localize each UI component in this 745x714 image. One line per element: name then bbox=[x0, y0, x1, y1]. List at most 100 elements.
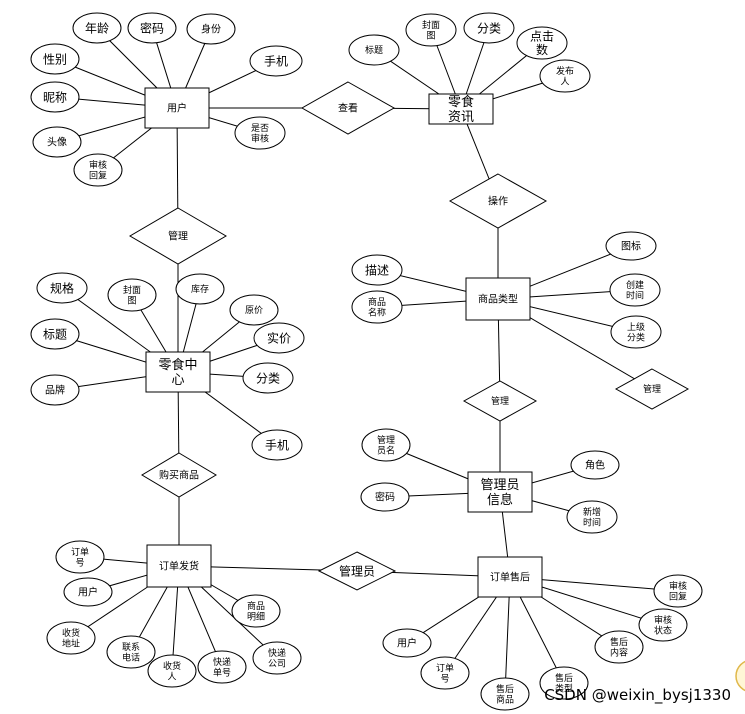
attribute-ellipse bbox=[653, 574, 703, 608]
attribute-label: 快递公司 bbox=[268, 647, 286, 669]
attribute-o-tel: 联系电话 bbox=[106, 635, 156, 669]
attribute-i-pub: 发布人 bbox=[539, 59, 591, 93]
attribute-ellipse bbox=[127, 12, 177, 44]
relationship-diamond bbox=[614, 368, 690, 410]
attribute-u-pwd: 密码 bbox=[127, 12, 177, 44]
attribute-ellipse bbox=[382, 628, 432, 658]
attribute-ellipse bbox=[605, 231, 657, 261]
relationship-diamond bbox=[129, 207, 227, 265]
attribute-a-role: 角色 bbox=[570, 450, 620, 480]
attribute-label: 库存 bbox=[191, 283, 209, 295]
attribute-a-pwd: 密码 bbox=[360, 482, 410, 512]
attribute-r-user: 用户 bbox=[382, 628, 432, 658]
attribute-label: 用户 bbox=[78, 586, 98, 599]
relationship-buy: 购买商品 bbox=[141, 452, 217, 498]
relationship-diamond bbox=[448, 173, 548, 229]
relationship-label: 管理 bbox=[168, 230, 188, 243]
attribute-ellipse bbox=[405, 13, 457, 47]
attribute-ellipse bbox=[249, 45, 303, 77]
attribute-label: 商品名称 bbox=[368, 296, 386, 318]
attribute-ellipse bbox=[107, 278, 157, 312]
attribute-u-age: 年龄 bbox=[72, 12, 122, 44]
entity-snack-center: 零食中心 bbox=[145, 351, 211, 393]
attribute-label: 原价 bbox=[245, 305, 263, 316]
attribute-ellipse bbox=[229, 294, 279, 326]
entity-category: 商品类型 bbox=[465, 277, 531, 321]
attribute-label: 封面图 bbox=[123, 284, 141, 306]
attribute-label: 实价 bbox=[267, 330, 291, 345]
attribute-ellipse bbox=[175, 273, 225, 305]
attribute-label: 昵称 bbox=[43, 90, 67, 104]
entity-label: 商品类型 bbox=[478, 293, 518, 306]
watermark-text: CSDN @weixin_bysj1330 bbox=[544, 686, 731, 705]
attribute-label: 身份 bbox=[201, 23, 221, 36]
attribute-ellipse bbox=[253, 322, 305, 354]
attribute-u-gender: 性别 bbox=[30, 43, 80, 75]
attribute-u-phone: 手机 bbox=[249, 45, 303, 77]
entity-admin: 管理员信息 bbox=[467, 471, 533, 513]
attribute-ellipse bbox=[30, 374, 80, 406]
attribute-label: 审核状态 bbox=[654, 614, 672, 636]
attribute-a-added: 新增时间 bbox=[566, 500, 618, 534]
entity-box bbox=[428, 93, 494, 125]
attribute-o-recv: 收货人 bbox=[147, 654, 197, 688]
attribute-r-content: 售后内容 bbox=[594, 630, 644, 664]
entity-box bbox=[477, 556, 543, 598]
entity-box bbox=[467, 471, 533, 513]
entity-box bbox=[465, 277, 531, 321]
attribute-s-phone: 手机 bbox=[251, 429, 303, 461]
relationship-label: 管理 bbox=[643, 383, 661, 395]
attribute-ellipse bbox=[348, 34, 400, 66]
attribute-label: 管理员名 bbox=[377, 434, 395, 456]
attribute-ellipse bbox=[46, 621, 96, 655]
attribute-label: 手机 bbox=[264, 54, 288, 68]
entity-label: 管理员信息 bbox=[480, 478, 519, 508]
attribute-u-id: 身份 bbox=[186, 13, 236, 45]
attribute-label: 年龄 bbox=[85, 21, 109, 35]
attribute-label: 分类 bbox=[256, 371, 280, 385]
attribute-ellipse bbox=[610, 315, 662, 349]
attribute-label: 性别 bbox=[43, 52, 67, 66]
attribute-ellipse bbox=[566, 500, 618, 534]
entity-user: 用户 bbox=[144, 87, 210, 129]
attribute-u-reviewed: 是否审核 bbox=[234, 116, 286, 150]
attribute-u-reply: 审核回复 bbox=[73, 153, 123, 187]
attribute-label: 发布人 bbox=[556, 65, 574, 87]
attribute-c-desc: 描述 bbox=[351, 254, 403, 286]
attribute-label: 售后类型 bbox=[555, 672, 573, 694]
attribute-c-icon: 图标 bbox=[605, 231, 657, 261]
attribute-label: 快递单号 bbox=[213, 656, 231, 678]
entity-label: 零食资讯 bbox=[448, 94, 474, 125]
attribute-ellipse bbox=[539, 59, 591, 93]
relationship-diamond bbox=[317, 551, 397, 591]
entity-label: 用户 bbox=[167, 102, 187, 115]
attribute-i-clicks: 点击数 bbox=[516, 26, 568, 60]
entity-snack-info: 零食资讯 bbox=[428, 93, 494, 125]
attribute-label: 品牌 bbox=[45, 384, 65, 397]
attribute-c-created: 创建时间 bbox=[609, 273, 661, 307]
attribute-s-cover: 封面图 bbox=[107, 278, 157, 312]
attribute-ellipse bbox=[30, 318, 80, 350]
attribute-ellipse bbox=[234, 116, 286, 150]
attribute-ellipse bbox=[30, 81, 80, 113]
attribute-s-stock: 库存 bbox=[175, 273, 225, 305]
attribute-label: 点击数 bbox=[530, 29, 554, 57]
attribute-label: 新增时间 bbox=[583, 506, 601, 528]
attribute-ellipse bbox=[72, 12, 122, 44]
attribute-a-name: 管理员名 bbox=[361, 428, 411, 462]
attribute-label: 商品明细 bbox=[247, 600, 265, 622]
attribute-ellipse bbox=[609, 273, 661, 307]
entity-order-ship: 订单发货 bbox=[146, 544, 212, 588]
attribute-ellipse bbox=[106, 635, 156, 669]
watermark-badge-icon bbox=[735, 660, 745, 692]
attribute-s-orig: 原价 bbox=[229, 294, 279, 326]
entity-box bbox=[146, 544, 212, 588]
attribute-label: 收货地址 bbox=[62, 627, 80, 649]
attribute-label: 订单号 bbox=[436, 662, 454, 684]
attribute-ellipse bbox=[539, 666, 589, 700]
attribute-label: 联系电话 bbox=[122, 642, 140, 663]
diagram-nodes: 年龄密码身份性别手机昵称头像是否审核审核回复封面图分类点击数标题发布人图标描述创… bbox=[30, 12, 703, 711]
attribute-ellipse bbox=[55, 540, 105, 574]
relationship-label: 操作 bbox=[488, 195, 508, 208]
